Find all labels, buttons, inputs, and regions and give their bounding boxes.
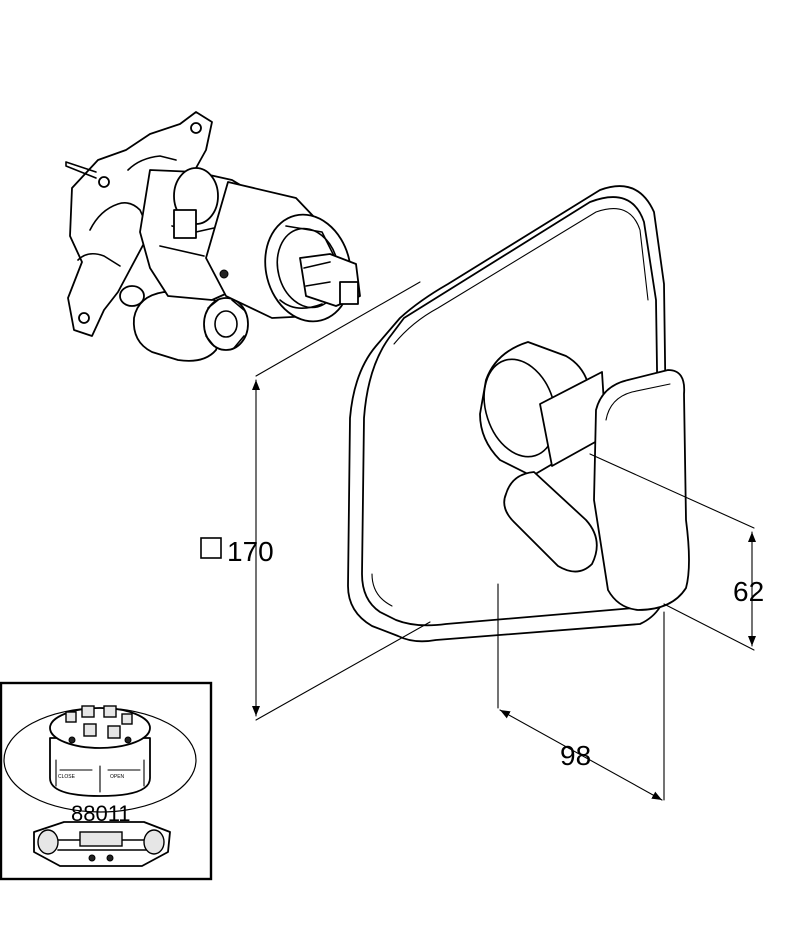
inset-cartridge-top [49,707,151,749]
valve-bracket [173,209,197,239]
dimension-62: 62 [589,453,764,651]
dim-98-label: 98 [560,740,591,771]
cover-plate-rim [371,208,649,607]
valve-pin-hole [219,269,229,279]
hex-nut-core [214,310,238,338]
side-port [119,285,145,307]
inset-box: CLOSE OPEN 88011 [0,681,213,881]
lever-paddle-edge [605,383,671,421]
rear-spindle [65,161,97,179]
hex-nut [203,297,249,351]
svg-text:CLOSE: CLOSE [58,774,76,780]
frame-hole [78,312,90,324]
frame-hole [190,122,202,134]
dim-170-label: 170 [227,536,274,567]
svg-text:OPEN: OPEN [110,774,125,780]
square-symbol [200,537,222,559]
trim-assembly [347,185,690,643]
inset-knobs [65,705,133,744]
lever-stem [503,471,598,573]
cartridge-stem-face [339,281,359,305]
rough-in-valve-body [65,111,361,362]
dimension-170: 170 [200,281,431,721]
frame-hole [98,176,110,188]
dimension-98: 98 [497,583,665,801]
lever-paddle [593,369,690,611]
dim-62-label: 62 [733,576,764,607]
